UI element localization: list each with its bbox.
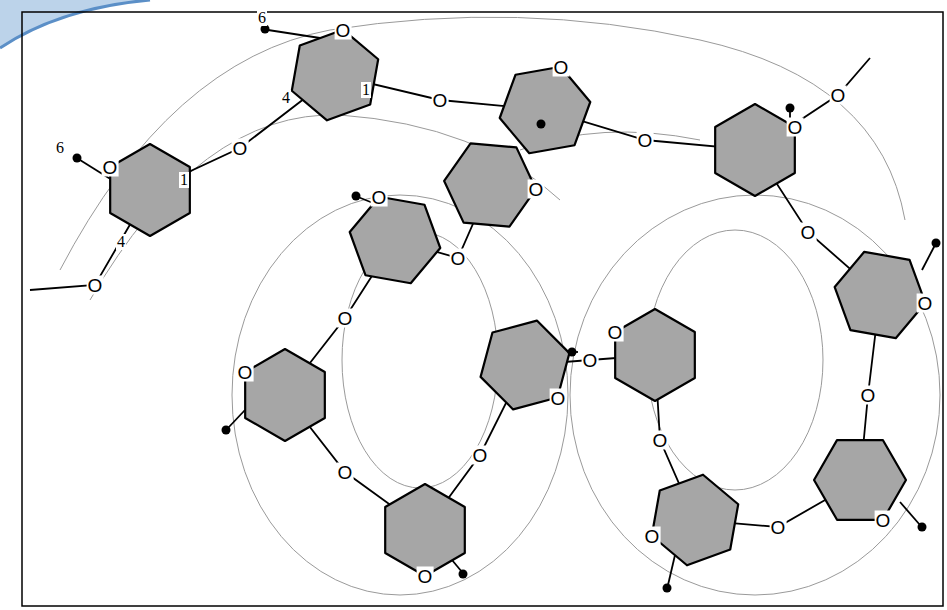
oxygen-atom: O <box>337 463 354 482</box>
oxygen-atom: O <box>917 294 934 313</box>
helix-guide <box>60 17 940 595</box>
oxygen-atom: O <box>652 431 669 450</box>
oxygen-atom: O <box>582 351 599 370</box>
c6-stubs <box>80 30 935 585</box>
oxygen-atom: O <box>637 131 654 150</box>
oxygen-atom: O <box>860 386 877 405</box>
oxygen-atom: O <box>432 91 449 110</box>
oxygen-atom: O <box>830 86 847 105</box>
oxygen-atom: O <box>450 249 467 268</box>
oxygen-atom: O <box>371 188 388 207</box>
oxygen-atom: O <box>102 158 119 177</box>
carbon-number: 1 <box>179 172 189 188</box>
oxygen-atom: O <box>237 363 254 382</box>
glycosidic-chain <box>30 58 880 530</box>
oxygen-atom: O <box>337 309 354 328</box>
oxygen-atom: O <box>875 511 892 530</box>
oxygen-atom: O <box>528 180 545 199</box>
carbon-number: 4 <box>281 90 291 106</box>
figure-frame <box>22 12 943 606</box>
oxygen-atom: O <box>335 21 352 40</box>
oxygen-atom: O <box>644 527 661 546</box>
oxygen-atom: O <box>770 518 787 537</box>
oxygen-atom: O <box>232 139 249 158</box>
carbon-number: 6 <box>55 140 65 156</box>
oxygen-atom: O <box>87 276 104 295</box>
oxygen-atom: O <box>417 567 434 586</box>
oxygen-atom: O <box>800 223 817 242</box>
oxygen-atom: O <box>472 446 489 465</box>
carbon-number: 4 <box>116 234 126 250</box>
carbon-number: 1 <box>361 82 371 98</box>
c6-dots <box>73 25 941 593</box>
oxygen-atom: O <box>787 118 804 137</box>
oxygen-atom: O <box>607 323 624 342</box>
oxygen-atom: O <box>550 389 567 408</box>
oxygen-atom: O <box>553 58 570 77</box>
hexose-rings <box>90 23 932 576</box>
carbon-number: 6 <box>257 10 267 26</box>
